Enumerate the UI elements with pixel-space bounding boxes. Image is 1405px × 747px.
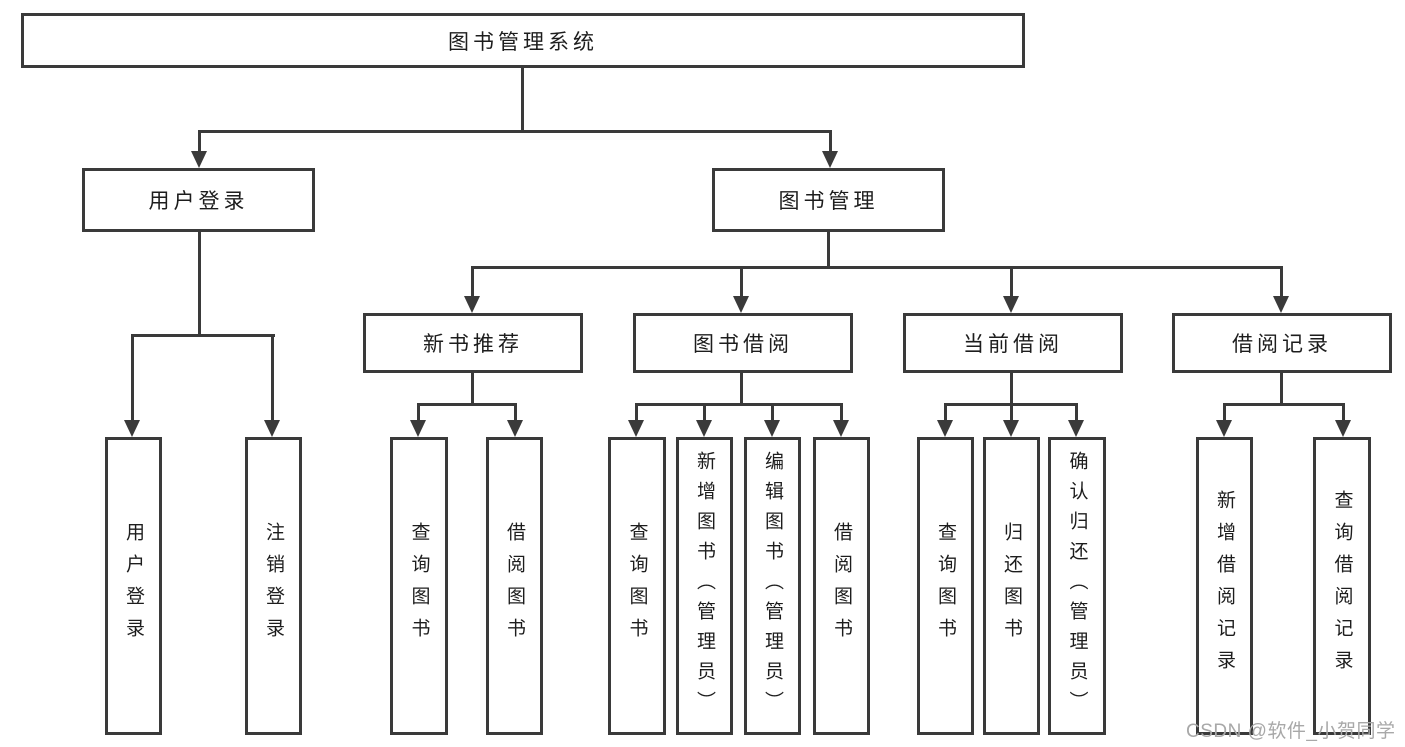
connector-line xyxy=(1223,403,1226,422)
leaf-confirm-return-admin-label: 确认归还（管理员） xyxy=(1066,451,1088,721)
connector-line xyxy=(131,334,134,422)
node-root: 图书管理系统 xyxy=(21,13,1025,68)
connector-line xyxy=(471,373,474,406)
arrow-down-icon xyxy=(733,296,749,313)
connector-line xyxy=(1075,403,1078,422)
arrow-down-icon xyxy=(507,420,523,437)
leaf-query-borrow-record-label: 查询借阅记录 xyxy=(1331,490,1353,682)
leaf-query-books-recommend-label: 查询图书 xyxy=(408,522,430,650)
leaf-confirm-return-admin: 确认归还（管理员） xyxy=(1048,437,1106,735)
connector-line xyxy=(1010,373,1013,406)
arrow-down-icon xyxy=(124,420,140,437)
leaf-add-borrow-record-label: 新增借阅记录 xyxy=(1214,490,1235,682)
leaf-edit-books-admin-label: 编辑图书（管理员） xyxy=(762,451,783,721)
leaf-return-books: 归还图书 xyxy=(983,437,1040,735)
arrow-down-icon xyxy=(1003,296,1019,313)
node-borrowing-records-label: 借阅记录 xyxy=(1232,333,1332,356)
connector-line xyxy=(514,403,517,422)
leaf-query-books-current-label: 查询图书 xyxy=(935,522,956,650)
connector-line xyxy=(1280,266,1283,298)
node-new-book-recommend-label: 新书推荐 xyxy=(423,333,523,356)
node-book-management: 图书管理 xyxy=(712,168,945,232)
leaf-query-books-borrowing-label: 查询图书 xyxy=(626,522,648,650)
leaf-add-borrow-record: 新增借阅记录 xyxy=(1196,437,1253,735)
connector-line xyxy=(771,403,774,422)
node-root-label: 图书管理系统 xyxy=(448,30,598,54)
connector-line xyxy=(840,403,843,422)
arrow-down-icon xyxy=(833,420,849,437)
leaf-query-books-borrowing: 查询图书 xyxy=(608,437,666,735)
leaf-edit-books-admin: 编辑图书（管理员） xyxy=(744,437,801,735)
node-book-borrowing: 图书借阅 xyxy=(633,313,853,373)
leaf-add-books-admin: 新增图书（管理员） xyxy=(676,437,733,735)
node-user-login-label: 用户登录 xyxy=(148,190,249,213)
leaf-borrow-books-borrowing-label: 借阅图书 xyxy=(831,522,852,650)
connector-line xyxy=(740,266,743,298)
connector-line xyxy=(471,266,474,298)
connector-line xyxy=(635,403,842,406)
arrow-down-icon xyxy=(696,420,712,437)
arrow-down-icon xyxy=(1003,420,1019,437)
connector-line xyxy=(827,232,830,269)
leaf-user-login-label: 用户登录 xyxy=(123,522,144,650)
arrow-down-icon xyxy=(264,420,280,437)
arrow-down-icon xyxy=(1273,296,1289,313)
connector-line xyxy=(944,403,947,422)
leaf-user-login: 用户登录 xyxy=(105,437,162,735)
connector-line xyxy=(417,403,420,422)
node-current-borrowing: 当前借阅 xyxy=(903,313,1123,373)
connector-line xyxy=(1280,373,1283,406)
arrow-down-icon xyxy=(191,151,207,168)
leaf-add-books-admin-label: 新增图书（管理员） xyxy=(694,451,715,721)
connector-line xyxy=(198,130,201,153)
arrow-down-icon xyxy=(764,420,780,437)
arrow-down-icon xyxy=(410,420,426,437)
connector-line xyxy=(1010,266,1013,298)
arrow-down-icon xyxy=(1216,420,1232,437)
connector-line xyxy=(198,232,201,336)
watermark: CSDN @软件_小贺同学 xyxy=(1186,721,1396,742)
connector-line xyxy=(1010,403,1013,422)
leaf-query-books-current: 查询图书 xyxy=(917,437,974,735)
connector-line xyxy=(271,334,274,422)
connector-line xyxy=(635,403,638,422)
connector-line xyxy=(703,403,706,422)
connector-line xyxy=(471,266,1283,269)
arrow-down-icon xyxy=(1068,420,1084,437)
node-current-borrowing-label: 当前借阅 xyxy=(963,333,1063,356)
arrow-down-icon xyxy=(937,420,953,437)
connector-line xyxy=(740,373,743,406)
connector-line xyxy=(829,130,832,153)
connector-line xyxy=(521,68,524,132)
leaf-return-books-label: 归还图书 xyxy=(1001,522,1022,650)
node-book-borrowing-label: 图书借阅 xyxy=(693,333,793,356)
node-borrowing-records: 借阅记录 xyxy=(1172,313,1392,373)
connector-line xyxy=(198,130,832,133)
connector-line xyxy=(1342,403,1345,422)
node-user-login: 用户登录 xyxy=(82,168,315,232)
node-book-management-label: 图书管理 xyxy=(778,190,879,213)
node-new-book-recommend: 新书推荐 xyxy=(363,313,583,373)
arrow-down-icon xyxy=(1335,420,1351,437)
arrow-down-icon xyxy=(464,296,480,313)
connector-line xyxy=(131,334,275,337)
arrow-down-icon xyxy=(628,420,644,437)
leaf-borrow-books-borrowing: 借阅图书 xyxy=(813,437,870,735)
leaf-borrow-books-recommend: 借阅图书 xyxy=(486,437,543,735)
connector-line xyxy=(1223,403,1345,406)
leaf-borrow-books-recommend-label: 借阅图书 xyxy=(504,522,525,650)
leaf-query-borrow-record: 查询借阅记录 xyxy=(1313,437,1371,735)
leaf-logout: 注销登录 xyxy=(245,437,302,735)
leaf-query-books-recommend: 查询图书 xyxy=(390,437,448,735)
leaf-logout-label: 注销登录 xyxy=(263,522,284,650)
arrow-down-icon xyxy=(822,151,838,168)
connector-line xyxy=(417,403,517,406)
